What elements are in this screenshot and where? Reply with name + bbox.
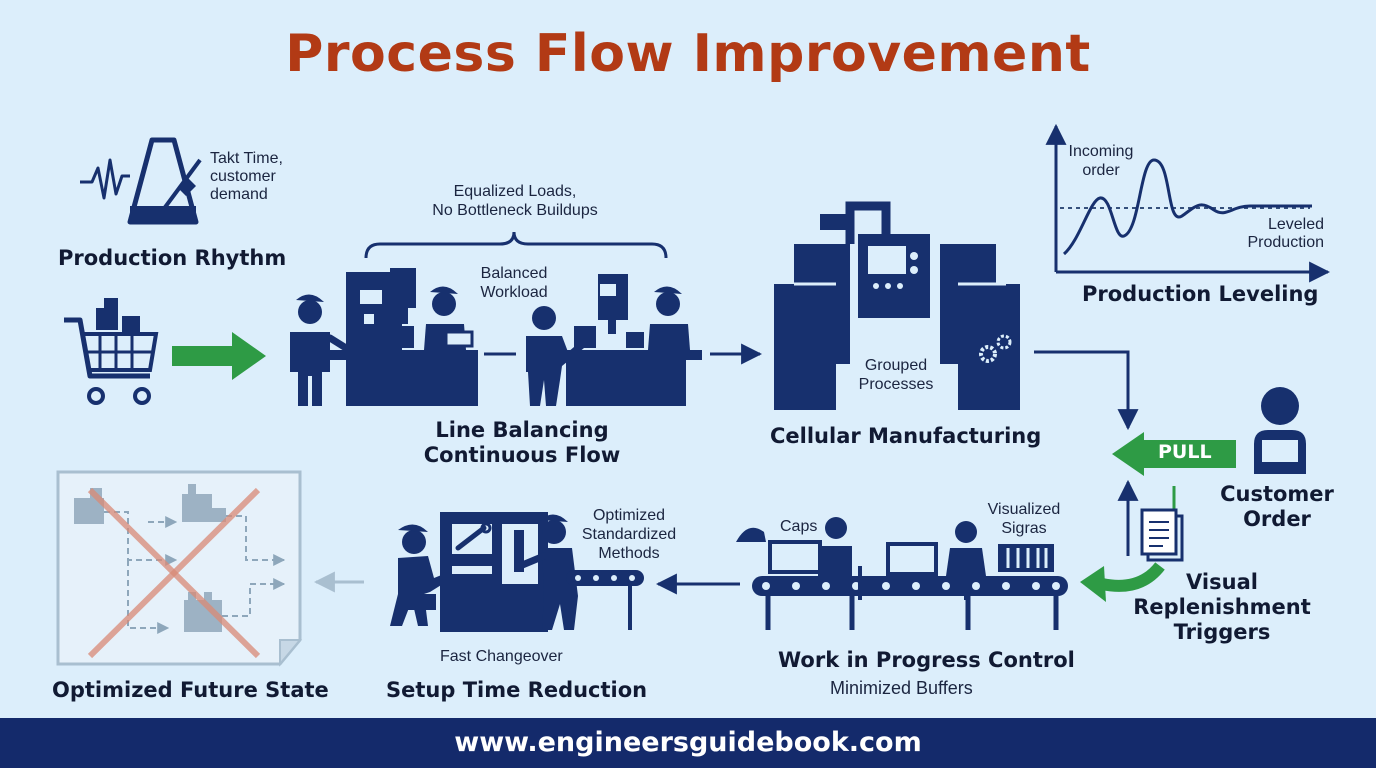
- footer-url: www.engineersguidebook.com: [0, 718, 1376, 768]
- visualized-signals-note: Visualized Sigras: [987, 501, 1061, 537]
- future-state-panel: [56, 470, 303, 667]
- worker-icon: [424, 286, 474, 350]
- bin-icon: [998, 544, 1054, 572]
- future-state-label: Optimized Future State: [52, 678, 329, 702]
- shopping-cart-icon: [64, 298, 159, 405]
- equalized-loads-note: Equalized Loads, No Bottleneck Buildups: [432, 183, 598, 219]
- leveled-production-note: Leveled Production: [1247, 216, 1325, 251]
- brace: [364, 231, 668, 259]
- gear-icon: [979, 334, 1012, 363]
- machine-icon: [440, 512, 548, 632]
- worker-icon: [516, 514, 578, 630]
- metronome-icon: [127, 137, 202, 225]
- grouped-processes-note: Grouped Processes: [858, 357, 934, 393]
- cell-machines: [774, 201, 1020, 410]
- incoming-order-note: Incoming order: [1068, 143, 1134, 179]
- page-title: Process Flow Improvement: [285, 24, 1091, 84]
- setup-time-reduction-label: Setup Time Reduction: [386, 678, 648, 702]
- leveling-chart: [1045, 123, 1331, 283]
- customer-icon: [1254, 387, 1306, 474]
- balanced-workload-note: Balanced Workload: [480, 265, 548, 301]
- machine-icon: [598, 274, 628, 334]
- optimized-methods-note: Optimized Standardized Methods: [581, 507, 677, 562]
- visual-triggers-label: Visual Replenishment Triggers: [1133, 570, 1311, 644]
- production-rhythm-label: Production Rhythm: [58, 246, 287, 270]
- line-balancing-label: Line Balancing Continuous Flow: [423, 418, 621, 467]
- worker-icon: [390, 524, 446, 626]
- wip-control-label: Work in Progress Control: [778, 648, 1075, 672]
- fast-changeover-label: Fast Changeover: [440, 648, 563, 665]
- workbench-1: [328, 350, 478, 360]
- worker-icon: [818, 517, 852, 576]
- production-leveling-label: Production Leveling: [1082, 282, 1319, 306]
- document-icon: [1140, 508, 1184, 562]
- cap-icon: [736, 527, 766, 542]
- worker-icon: [290, 294, 350, 406]
- takt-time-note: Takt Time, customer demand: [210, 150, 283, 203]
- conveyor-icon: [752, 566, 1068, 630]
- caps-note: Caps: [780, 518, 818, 535]
- pull-label: PULL: [1158, 441, 1212, 463]
- heartbeat-icon: [80, 158, 130, 200]
- minimized-buffers-label: Minimized Buffers: [830, 678, 973, 698]
- pull-arrow: [1112, 432, 1236, 476]
- arrow-cell-to-pull: [1034, 350, 1139, 431]
- conveyor-icon: [566, 570, 644, 630]
- cellular-manufacturing-label: Cellular Manufacturing: [770, 424, 1042, 448]
- green-curved-arrow: [1080, 562, 1165, 602]
- machine-icon: [346, 268, 416, 352]
- worker-icon: [648, 286, 690, 350]
- workbench-2: [562, 350, 702, 360]
- flow-arrow-green: [172, 332, 266, 380]
- customer-order-label: Customer Order: [1220, 482, 1334, 531]
- wrench-icon: [455, 522, 492, 551]
- worker-icon: [946, 521, 986, 576]
